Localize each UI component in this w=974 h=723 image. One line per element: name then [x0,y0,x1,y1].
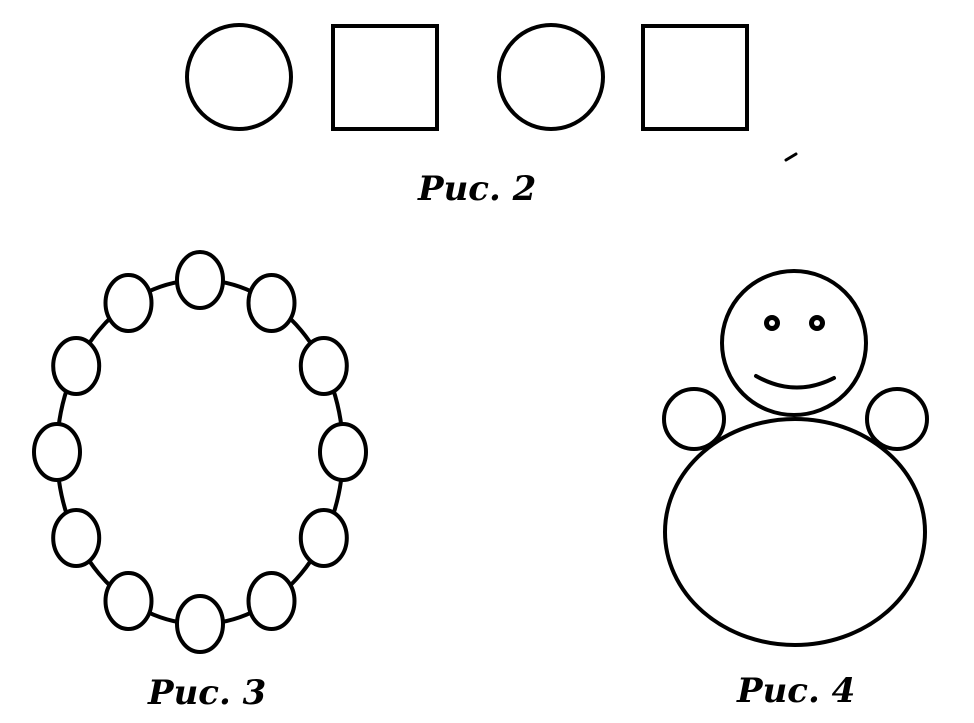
bead-4 [318,422,368,482]
snowman-left-hand [662,387,726,451]
snowman-left-eye [764,315,780,331]
figure-3-caption: Рис. 3 [148,673,267,713]
snowman-right-hand [865,387,929,451]
figure-3-bead-necklace [32,250,368,654]
bead-5 [298,508,349,568]
bead-11 [51,336,102,396]
snowman-head [720,269,868,417]
bead-6 [246,571,297,631]
sequence-square-4 [641,24,749,131]
figure-2-caption: Рис. 2 [418,169,537,209]
stray-mark [784,152,798,162]
snowman-body [663,417,927,647]
bead-1 [175,250,225,310]
necklace-string [55,278,345,626]
sequence-circle-1 [185,23,293,131]
necklace-beads [32,250,368,654]
bead-8 [103,571,154,631]
bead-3 [298,336,349,396]
figure-4-caption: Рис. 4 [737,671,856,711]
snowman-smile [754,374,836,390]
snowman-right-eye [809,315,825,331]
figure-2-shape-sequence [185,23,749,131]
bead-2 [246,273,297,333]
sequence-circle-3 [497,23,605,131]
bead-10 [32,422,82,482]
bead-7 [175,594,225,654]
bead-12 [103,273,154,333]
figure-4-snowman [662,269,929,647]
bead-9 [51,508,102,568]
sequence-square-2 [331,24,439,131]
